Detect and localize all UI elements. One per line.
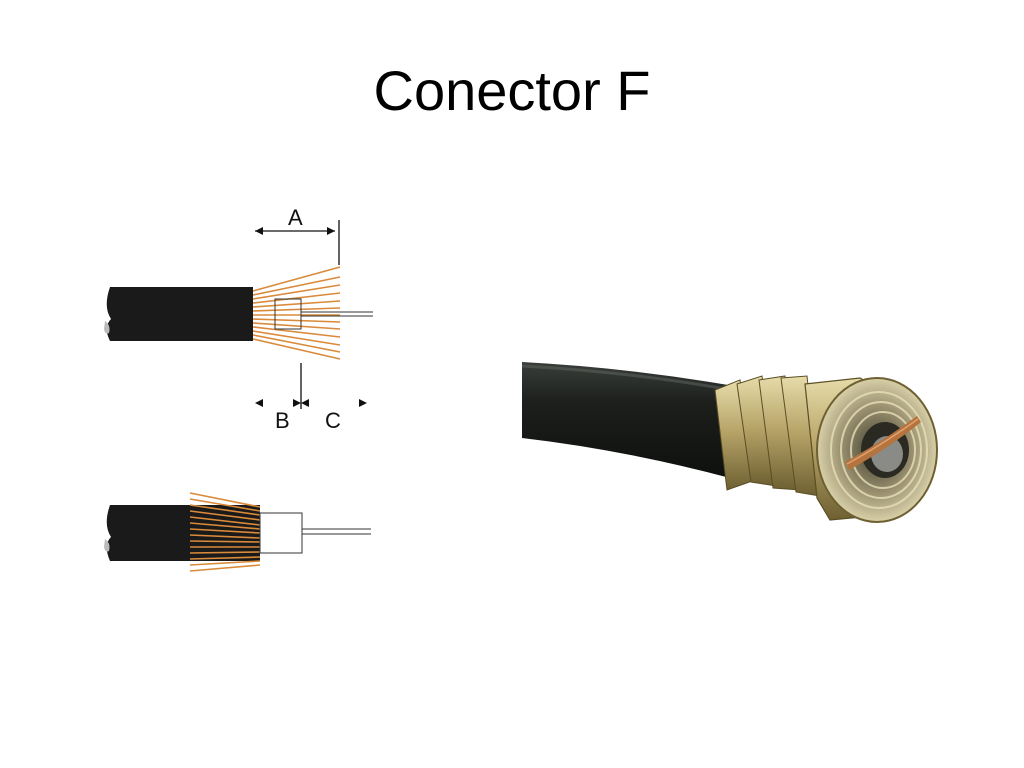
label-b: B xyxy=(275,408,290,433)
cable-prepared-bottom xyxy=(104,492,371,572)
cable-stripped-top xyxy=(104,266,373,360)
coax-cable xyxy=(522,362,745,478)
dimension-a: A xyxy=(255,205,340,265)
thread-rings xyxy=(830,391,928,509)
braid-wires-top xyxy=(252,266,341,360)
f-connector-photo xyxy=(521,362,938,523)
dielectric-bottom xyxy=(259,512,303,554)
dielectric-top xyxy=(274,298,302,330)
coax-stripping-diagram: A B C xyxy=(104,205,373,572)
braid-wires-bottom xyxy=(189,492,261,572)
label-c: C xyxy=(325,408,341,433)
cable-jacket-top xyxy=(106,287,253,341)
crimp-sleeve xyxy=(714,375,821,497)
label-a: A xyxy=(288,205,303,230)
dimension-b-c: B C xyxy=(255,363,367,433)
slide-title: Conector F xyxy=(373,59,651,122)
